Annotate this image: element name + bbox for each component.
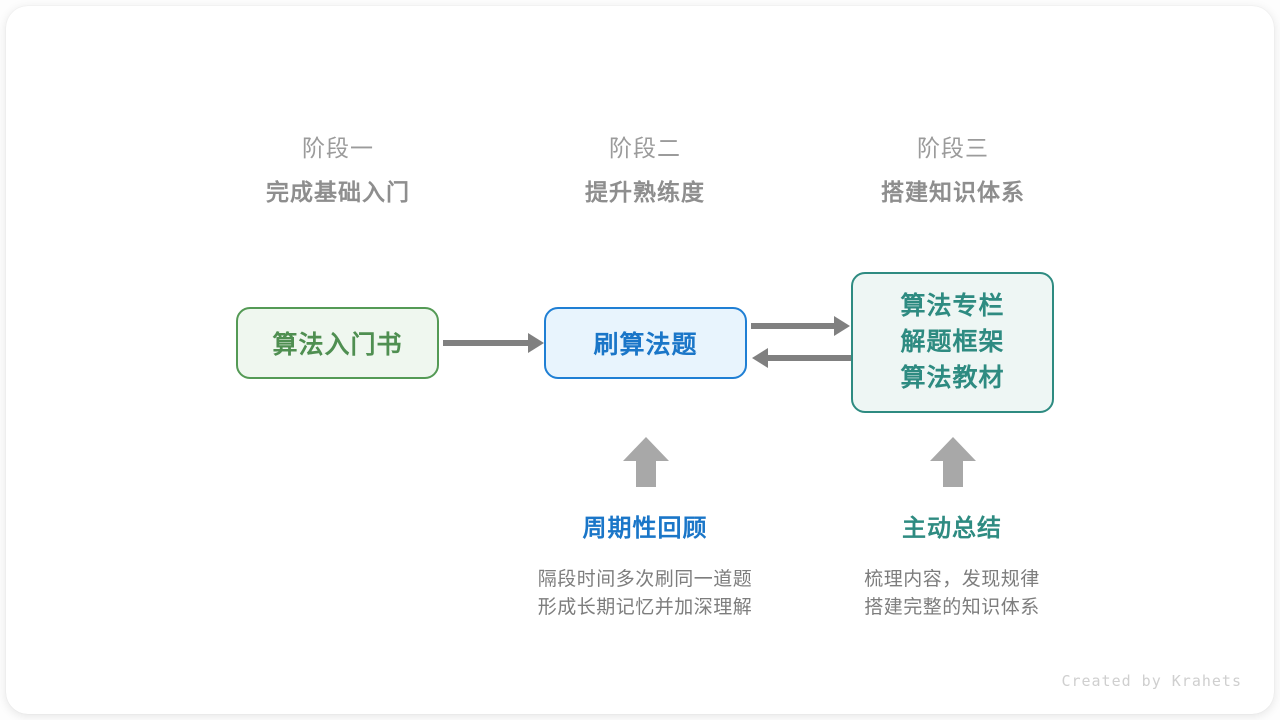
stage-2-title: 提升熟练度 <box>585 179 705 205</box>
arrow-book-to-practice-icon <box>443 333 544 353</box>
arrow-up-summary-icon <box>930 437 976 487</box>
node-intro-book-label: 算法入门书 <box>272 331 403 359</box>
node-resources-line-1: 算法专栏 <box>900 292 1005 320</box>
annotation-periodic-review-desc: 隔段时间多次刷同一道题 形成长期记忆并加深理解 <box>495 566 795 621</box>
node-intro-book[interactable]: 算法入门书 <box>236 307 439 379</box>
arrow-up-summary-shaft <box>943 459 963 487</box>
annotation-periodic-review-desc-line-1: 隔段时间多次刷同一道题 <box>537 569 753 590</box>
annotation-active-summary-desc-line-2: 搭建完整的知识体系 <box>864 596 1040 618</box>
annotation-active-summary: 主动总结 梳理内容，发现规律 搭建完整的知识体系 <box>802 517 1102 621</box>
footer-credit: Created by Krahets <box>1061 672 1242 690</box>
annotation-periodic-review-title: 周期性回顾 <box>582 515 708 542</box>
annotation-active-summary-title: 主动总结 <box>902 515 1002 542</box>
node-resources[interactable]: 算法专栏 解题框架 算法教材 <box>851 272 1054 413</box>
stage-header-2: 阶段二 提升熟练度 <box>515 137 775 204</box>
node-resources-line-3: 算法教材 <box>900 364 1005 392</box>
stage-1-title: 完成基础入门 <box>266 179 410 205</box>
white-card: 阶段一 完成基础入门 阶段二 提升熟练度 阶段三 搭建知识体系 算法入门书 刷算… <box>6 6 1274 714</box>
node-practice-problems[interactable]: 刷算法题 <box>544 307 747 379</box>
arrow-up-summary-head <box>930 437 976 461</box>
stage-3-label: 阶段三 <box>917 135 989 161</box>
annotation-active-summary-desc-line-1: 梳理内容，发现规律 <box>864 569 1040 590</box>
annotation-periodic-review-desc-line-2: 形成长期记忆并加深理解 <box>537 596 753 618</box>
arrow-up-review-icon <box>623 437 669 487</box>
annotation-periodic-review: 周期性回顾 隔段时间多次刷同一道题 形成长期记忆并加深理解 <box>495 517 795 621</box>
arrow-up-review-head <box>623 437 669 461</box>
annotation-active-summary-desc: 梳理内容，发现规律 搭建完整的知识体系 <box>802 566 1102 621</box>
arrow-up-review-shaft <box>636 459 656 487</box>
node-resources-line-2: 解题框架 <box>900 328 1005 356</box>
stage-2-label: 阶段二 <box>609 135 681 161</box>
stage-header-3: 阶段三 搭建知识体系 <box>823 137 1083 204</box>
stage-1-label: 阶段一 <box>302 135 374 161</box>
arrow-resources-to-practice-icon <box>752 348 851 368</box>
stage-header-1: 阶段一 完成基础入门 <box>208 137 468 204</box>
stage-3-title: 搭建知识体系 <box>881 179 1025 205</box>
node-practice-problems-label: 刷算法题 <box>593 331 698 359</box>
arrow-practice-to-resources-icon <box>751 316 850 336</box>
